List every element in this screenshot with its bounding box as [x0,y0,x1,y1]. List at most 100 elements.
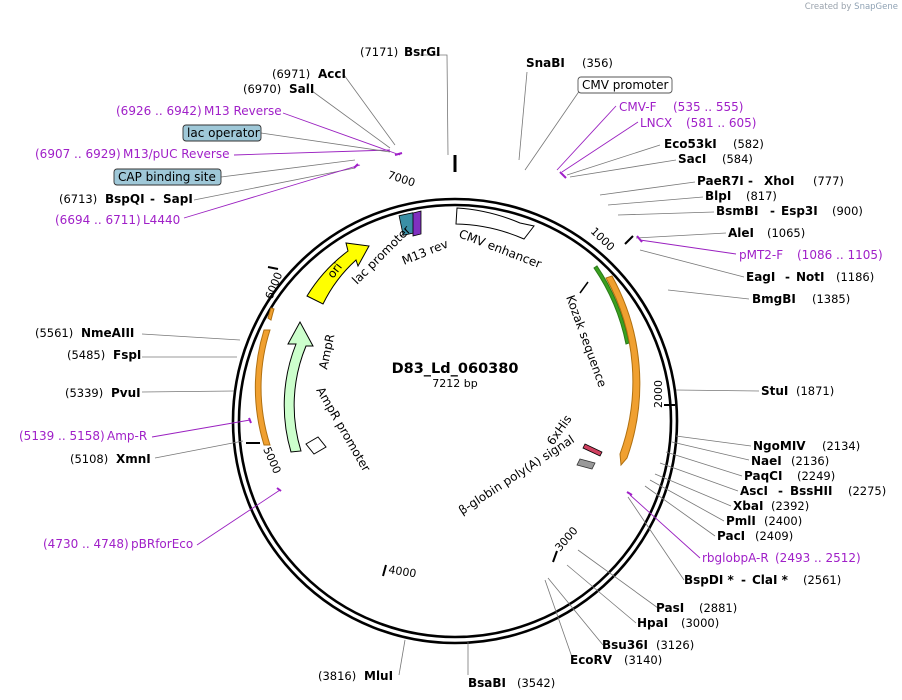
enzyme-fspi-name[interactable]: FspI [113,348,141,362]
leader-saci [569,159,677,178]
enzyme-xhoi-name[interactable]: XhoI [764,174,795,188]
primer-tick-l4440 [353,163,359,169]
enzyme-pasi-name[interactable]: PasI [656,601,684,615]
enzyme-bmgbi-pos: (1385) [812,292,850,306]
enzyme-pasi-pos: (2881) [699,601,737,615]
primer-tick-pbrforeco [276,487,282,492]
enzyme-paqci-name[interactable]: PaqCI [744,469,782,483]
enzyme-paci-name[interactable]: PacI [717,529,745,543]
cds-orange-arrow [605,275,641,467]
leader-alei [635,232,727,239]
enzyme-esp3i-name[interactable]: Esp3I [781,204,818,218]
ampr-label: AmpR [316,333,337,371]
tick-1000 [624,235,634,245]
m13-rev-marker [412,210,422,237]
leader-pmli [649,479,725,522]
leader-amp-r [151,419,251,438]
primer-m13-reverse-name[interactable]: M13 Reverse [204,104,282,118]
primer-l4440-name[interactable]: L4440 [143,213,180,227]
leader-bspqi [193,167,356,201]
enzyme-ngomiv-name[interactable]: NgoMIV [753,439,806,453]
leader-m13-reverse [282,112,401,156]
enzyme-nmeaiii-name[interactable]: NmeAIII [81,326,134,340]
primer-m13-puc-name[interactable]: M13/pUC Reverse [123,147,230,161]
enzyme-eco53ki-name[interactable]: Eco53kI [664,137,717,151]
primer-ticks [248,152,643,496]
enzyme-mlui-name[interactable]: MluI [364,669,393,683]
leader-lines-right [467,71,760,675]
leader-lncx [561,121,639,173]
enzyme-xbai-pos: (2392) [771,499,809,513]
leader-bsmbi [617,211,715,216]
enzyme-nmeaiii-pos: (5561) [35,326,73,340]
enzyme-asci-pos: (2275) [848,484,886,498]
enzyme-acci-pos: (6971) [272,67,310,81]
enzyme-ecorv-name[interactable]: EcoRV [570,653,613,667]
enzyme-ecorv-pos: (3140) [624,653,662,667]
enzyme-bsabi-pos: (3542) [517,676,555,690]
enzyme-clai-name[interactable]: ClaI * [752,573,789,587]
leader-nmeaiii [141,333,241,341]
enzyme-pmli-pos: (2400) [764,514,802,528]
backbone-outer-ring [231,197,679,645]
enzyme-xmni-name[interactable]: XmnI [116,452,151,466]
primer-m13-reverse-range: (6926 .. 6942) [116,104,202,118]
primer-rbglobpa-r-name[interactable]: rbglobpA-R [702,551,769,565]
primer-pbrforeco-name[interactable]: pBRforEco [131,537,193,551]
primer-lncx-name[interactable]: LNCX [640,116,672,130]
enzyme-saci-name[interactable]: SacI [678,152,706,166]
enzyme-snabi-name[interactable]: SnaBI [526,56,565,70]
ori-arrow [306,242,370,305]
leader-lines-primer-right [556,105,737,559]
enzyme-pvui-name[interactable]: PvuI [111,386,141,400]
enzyme-bspqi-name[interactable]: BspQI [105,192,145,206]
enzyme-bsshii-name[interactable]: BssHII [790,484,832,498]
primer-pmt2-f-name[interactable]: pMT2-F [739,248,783,262]
lac-operator-box[interactable] [182,124,262,142]
enzyme-stui-name[interactable]: StuI [761,384,788,398]
primer-amp-r-name[interactable]: Amp-R [107,429,147,443]
enzyme-paer7i-pos: (777) [813,174,844,188]
enzyme-sapi-name[interactable]: SapI [163,192,193,206]
enzyme-stui-pos: (1871) [796,384,834,398]
enzyme-acci-name[interactable]: AccI [318,67,346,81]
enzyme-bsu36i-name[interactable]: Bsu36I [602,638,648,652]
enzyme-bsabi-name[interactable]: BsaBI [468,676,506,690]
enzyme-hpai-name[interactable]: HpaI [637,616,668,630]
primer-pbrforeco-range: (4730 .. 4748) [43,537,129,551]
leader-eco53ki [566,144,661,176]
cmv-promoter-box[interactable] [577,76,673,94]
enzyme-noti-name[interactable]: NotI [796,270,825,284]
enzyme-paer7i-name[interactable]: PaeR7I [697,174,744,188]
primer-cmv-f-name[interactable]: CMV-F [619,100,657,114]
enzyme-bspdi-name[interactable]: BspDI * [684,573,734,587]
enzyme-mlui-pos: (3816) [318,669,356,683]
enzyme-naei-name[interactable]: NaeI [751,454,782,468]
enzyme-alei-name[interactable]: AleI [728,226,754,240]
enzyme-blpi-name[interactable]: BlpI [705,189,731,203]
enzyme-bsrgi-name[interactable]: BsrGI [404,45,441,59]
primer-labels-right: CMV-F (535 .. 555) LNCX (581 .. 605) pMT… [619,100,883,565]
leader-pasi [577,549,659,609]
enzyme-xbai-name[interactable]: XbaI [733,499,763,513]
enzyme-pmli-name[interactable]: PmlI [726,514,756,528]
primer-pmt2-f-range: (1086 .. 1105) [797,248,883,262]
leader-paqci [665,451,743,477]
plasmid-size: 7212 bp [432,377,477,390]
enzyme-bsmbi-name[interactable]: BsmBI [716,204,758,218]
tick-label-3000: 3000 [552,524,580,554]
enzyme-sali-name[interactable]: SalI [289,82,314,96]
primer-tick-amp-r [248,417,252,424]
primer-m13-puc-range: (6907 .. 6929) [35,147,121,161]
leader-lines-box [220,132,391,178]
enzyme-eagi-name[interactable]: EagI [746,270,775,284]
enzyme-bmgbi-name[interactable]: BmgBI [752,292,796,306]
leader-sali [311,90,391,149]
leader-bspdi [627,496,685,581]
leader-asci [659,462,739,492]
enzyme-asci-name[interactable]: AscI [740,484,768,498]
boxed-feature-labels: CMV promoter lac operator CAP binding si… [113,76,673,186]
primer-l4440-range: (6694 .. 6711) [55,213,141,227]
leader-m13-puc-reverse [233,149,391,156]
cap-binding-box[interactable] [113,168,222,186]
